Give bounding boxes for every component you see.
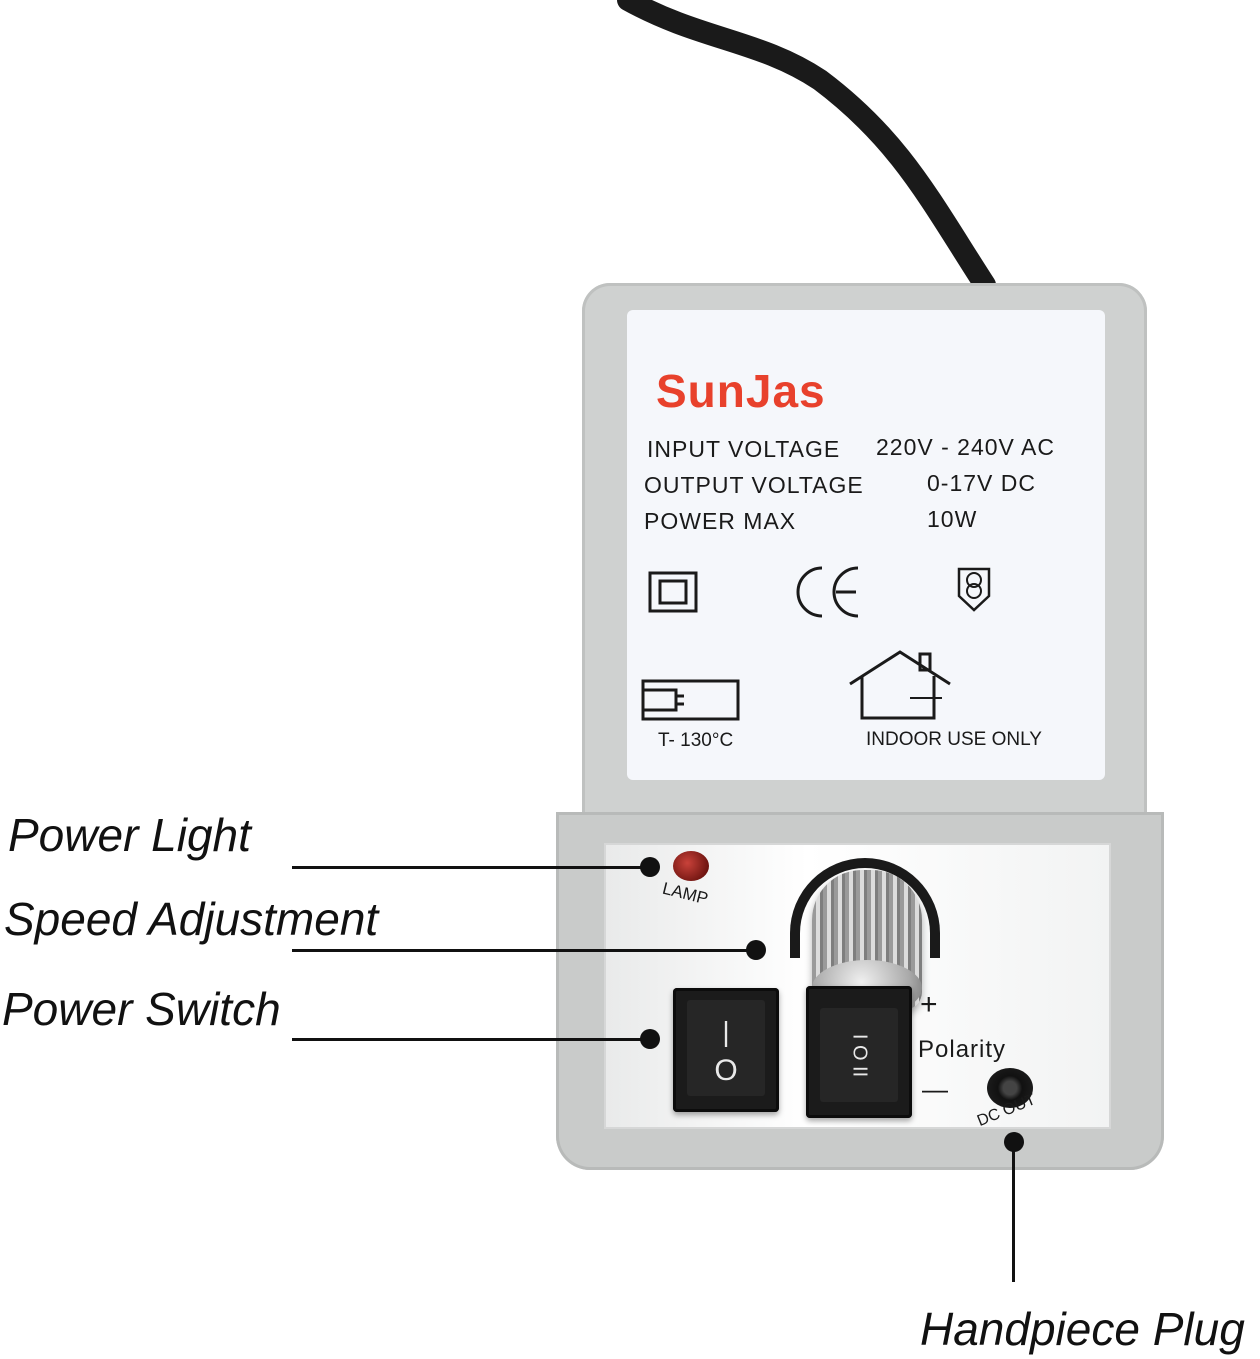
power-cord xyxy=(617,0,996,296)
safety-transformer-icon xyxy=(957,567,991,612)
callout-handpiece-plug: Handpiece Plug xyxy=(920,1303,1245,1355)
spec-output-value: 0-17V DC xyxy=(927,470,1036,496)
brand-logo: SunJas xyxy=(656,365,826,417)
spec-input-value: 220V - 240V AC xyxy=(876,434,1055,460)
speed-dial-arc xyxy=(790,858,940,958)
callout-power-light: Power Light xyxy=(8,809,251,861)
ce-mark-icon xyxy=(796,566,859,618)
leader-speed-adjustment xyxy=(292,949,754,952)
callout-power-switch: Power Switch xyxy=(2,983,281,1035)
spec-output-label: OUTPUT VOLTAGE xyxy=(644,472,864,498)
leader-handpiece-plug xyxy=(1012,1140,1015,1282)
spec-power-value: 10W xyxy=(927,506,978,532)
indoor-use-notice: INDOOR USE ONLY xyxy=(866,729,1042,750)
leader-power-light xyxy=(292,866,648,869)
temperature-rating: T- 130°C xyxy=(658,730,734,751)
leader-power-switch xyxy=(292,1038,648,1041)
thermal-fuse-icon xyxy=(641,679,740,721)
polarity-switch[interactable]: I O II xyxy=(806,986,912,1118)
power-switch-rocker[interactable] xyxy=(687,1000,765,1096)
power-switch[interactable]: | O xyxy=(673,988,779,1112)
double-insulation-icon xyxy=(648,571,698,613)
leader-dot-power-light xyxy=(640,857,660,877)
power-lamp xyxy=(673,851,709,881)
polarity-switch-symbols: I O II xyxy=(848,1033,871,1078)
polarity-plus: + xyxy=(920,988,938,1021)
indoor-house-icon xyxy=(849,650,951,720)
spec-label xyxy=(627,310,1105,780)
leader-dot-power-switch xyxy=(640,1029,660,1049)
spec-power-label: POWER MAX xyxy=(644,508,797,534)
polarity-label: Polarity xyxy=(918,1036,1007,1063)
leader-dot-speed-adjustment xyxy=(746,940,766,960)
spec-input-label: INPUT VOLTAGE xyxy=(647,436,841,462)
power-on-symbol: | xyxy=(722,1016,730,1047)
dc-out-jack[interactable] xyxy=(987,1068,1033,1108)
polarity-switch-rocker[interactable] xyxy=(820,1008,898,1102)
power-off-symbol: O xyxy=(714,1054,738,1087)
callout-speed-adjustment: Speed Adjustment xyxy=(4,893,379,945)
polarity-minus: — xyxy=(922,1074,948,1104)
